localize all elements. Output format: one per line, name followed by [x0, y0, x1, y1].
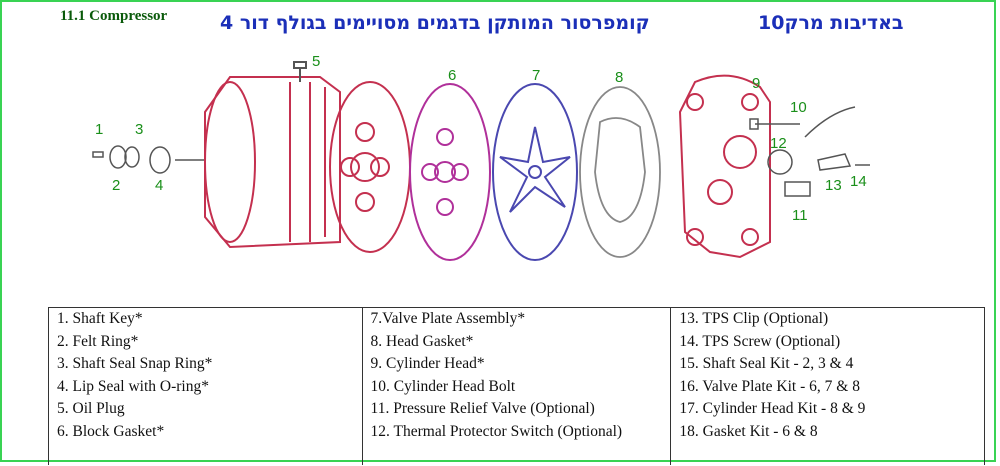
block-gasket-part: [409, 83, 491, 261]
parts-cell: 6. Block Gasket*: [48, 420, 363, 465]
parts-cell: 14. TPS Screw (Optional): [670, 330, 985, 353]
head-accessories: [749, 106, 870, 197]
callout-number: 1: [95, 121, 103, 138]
head-gasket-part: [579, 86, 661, 258]
table-row: 3. Shaft Seal Snap Ring*9. Cylinder Head…: [48, 353, 985, 376]
parts-cell: 3. Shaft Seal Snap Ring*: [48, 353, 363, 376]
callout-number: 10: [790, 99, 807, 116]
parts-cell: 5. Oil Plug: [48, 398, 363, 421]
parts-cell: 16. Valve Plate Kit - 6, 7 & 8: [670, 375, 985, 398]
parts-cell: 7.Valve Plate Assembly*: [361, 307, 672, 331]
callout-number: 4: [155, 177, 163, 194]
callout-number: 14: [850, 173, 867, 190]
parts-cell: 15. Shaft Seal Kit - 2, 3 & 4: [670, 353, 985, 376]
tps-clip-part: [817, 153, 852, 171]
lip-seal-part: [149, 146, 171, 174]
relief-valve-part: [784, 181, 811, 197]
callout-number: 3: [135, 121, 143, 138]
parts-cell: 9. Cylinder Head*: [361, 353, 672, 376]
table-row: 1. Shaft Key*7.Valve Plate Assembly*13. …: [48, 307, 985, 331]
thermal-switch-part: [767, 149, 793, 175]
cylinder-head-part: [678, 74, 771, 259]
parts-cell: 18. Gasket Kit - 6 & 8: [670, 420, 985, 465]
parts-cell: 12. Thermal Protector Switch (Optional): [361, 420, 672, 465]
callout-number: 5: [312, 53, 320, 70]
shaft-parts: [92, 145, 205, 174]
hebrew-credit: באדיבות מרק10: [758, 12, 904, 34]
callout-number: 6: [448, 67, 456, 84]
callout-number: 2: [112, 177, 120, 194]
table-row: 4. Lip Seal with O-ring*10. Cylinder Hea…: [48, 375, 985, 398]
callout-number: 11: [792, 207, 808, 224]
compressor-body: [204, 61, 411, 253]
parts-cell: 4. Lip Seal with O-ring*: [48, 375, 363, 398]
callout-number: 9: [752, 75, 760, 92]
parts-cell: 8. Head Gasket*: [361, 330, 672, 353]
hebrew-title: קומפרסור המותקן בדגמים מסויימים בגולף דו…: [220, 12, 650, 34]
parts-table: 1. Shaft Key*7.Valve Plate Assembly*13. …: [48, 307, 985, 465]
felt-ring-part: [109, 145, 127, 169]
table-row: 6. Block Gasket*12. Thermal Protector Sw…: [48, 420, 985, 465]
callout-number: 12: [770, 135, 787, 152]
parts-cell: 11. Pressure Relief Valve (Optional): [361, 398, 672, 421]
valve-plate-part: [492, 83, 578, 261]
callout-number: 7: [532, 67, 540, 84]
parts-cell: 1. Shaft Key*: [48, 307, 363, 331]
parts-cell: 13. TPS Clip (Optional): [670, 307, 985, 331]
parts-cell: 10. Cylinder Head Bolt: [361, 375, 672, 398]
callout-number: 8: [615, 69, 623, 86]
parts-cell: 17. Cylinder Head Kit - 8 & 9: [670, 398, 985, 421]
shaft-key-part: [92, 151, 104, 158]
parts-table-body: 1. Shaft Key*7.Valve Plate Assembly*13. …: [48, 307, 985, 465]
parts-cell: 2. Felt Ring*: [48, 330, 363, 353]
section-title: 11.1 Compressor: [60, 8, 168, 24]
callout-number: 13: [825, 177, 842, 194]
snap-ring-part: [124, 146, 140, 168]
table-row: 2. Felt Ring*8. Head Gasket*14. TPS Scre…: [48, 330, 985, 353]
